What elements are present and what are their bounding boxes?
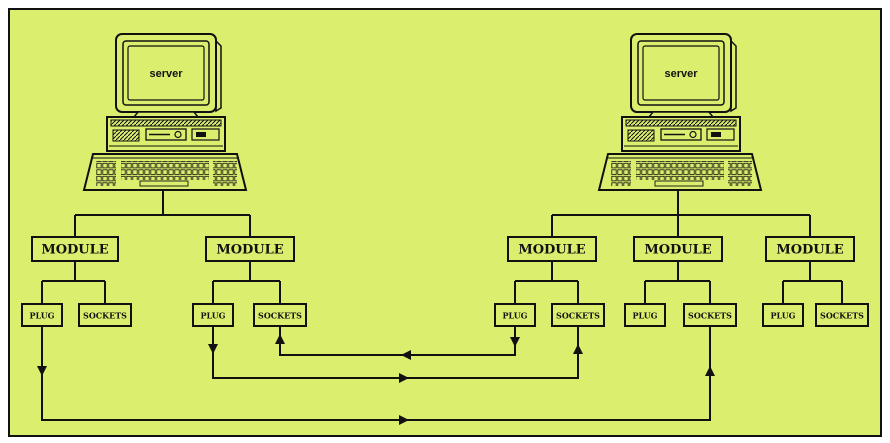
server-screen-label-left: server (149, 68, 183, 80)
server-screen-label-right: server (664, 68, 698, 80)
sockets-label: SOCKETS (83, 311, 127, 321)
module-label: MODULE (41, 243, 108, 258)
main-keys (121, 161, 209, 180)
sockets-label: SOCKETS (258, 311, 302, 321)
module-label: MODULE (518, 243, 585, 258)
module-label: MODULE (216, 243, 283, 258)
sockets-label: SOCKETS (556, 311, 600, 321)
plug-label: PLUG (200, 311, 225, 321)
plug-label: PLUG (770, 311, 795, 321)
module-label: MODULE (644, 243, 711, 258)
function-keys (96, 161, 116, 186)
drive-bay-light (196, 132, 206, 137)
plug-label: PLUG (502, 311, 527, 321)
plug-label: PLUG (632, 311, 657, 321)
numeric-keypad (213, 161, 237, 186)
plug-label: PLUG (29, 311, 54, 321)
sockets-label: SOCKETS (820, 311, 864, 321)
system-unit-vent (113, 130, 139, 141)
module-label: MODULE (776, 243, 843, 258)
system-unit-vent-top (111, 120, 221, 126)
sockets-label: SOCKETS (688, 311, 732, 321)
